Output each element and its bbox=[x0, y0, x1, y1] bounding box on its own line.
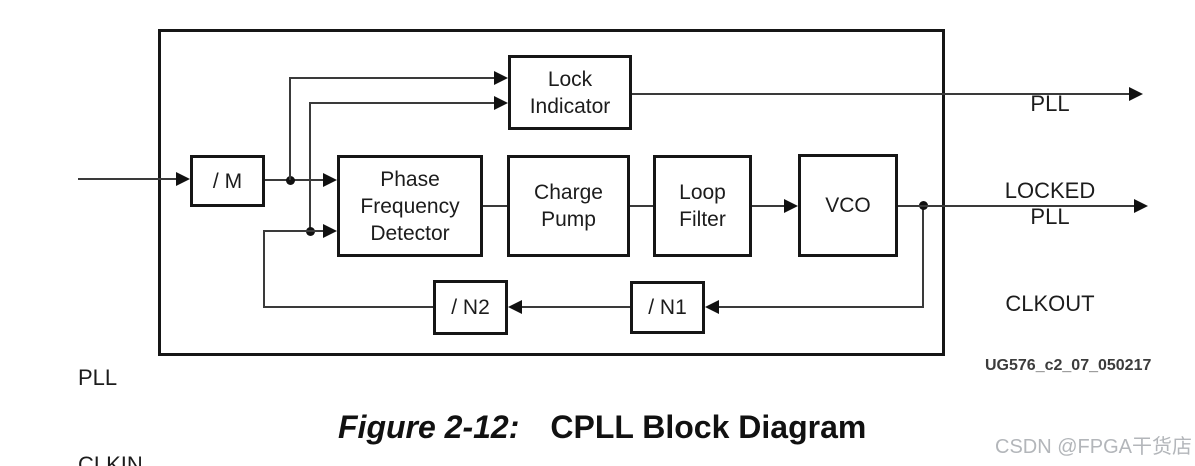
pll-boundary-box bbox=[158, 29, 945, 356]
connector-fb-into-pfd bbox=[264, 230, 324, 232]
arrowhead-locked-out-icon bbox=[1129, 87, 1143, 101]
divider-m-block: / M bbox=[190, 155, 265, 207]
charge-pump-label-line1: Charge bbox=[534, 181, 603, 204]
pll-clkin-label-line2: CLKIN bbox=[78, 452, 143, 466]
divider-n1-label: / N1 bbox=[648, 296, 687, 319]
pfd-label-line3: Detector bbox=[370, 221, 450, 245]
arrowhead-into-lock1-icon bbox=[494, 71, 508, 85]
pfd-label-line1: Phase bbox=[380, 167, 440, 191]
loop-filter-block: Loop Filter bbox=[653, 155, 752, 257]
junction-dot-m-output bbox=[286, 176, 295, 185]
connector-clkin-input bbox=[78, 178, 178, 180]
connector-fb-branch-up bbox=[309, 103, 311, 232]
divider-n1-block: / N1 bbox=[630, 281, 705, 334]
divider-m-label: / M bbox=[212, 169, 243, 193]
arrowhead-into-n2-icon bbox=[508, 300, 522, 314]
figure-source-tag: UG576_c2_07_050217 bbox=[985, 357, 1152, 374]
charge-pump-label-line2: Pump bbox=[541, 208, 596, 231]
pll-clkin-label: PLL CLKIN bbox=[78, 305, 143, 466]
figure-caption: Figure 2-12: CPLL Block Diagram bbox=[338, 408, 866, 446]
charge-pump-block: Charge Pump bbox=[507, 155, 630, 257]
connector-n1-to-n2 bbox=[520, 306, 630, 308]
connector-locked-output bbox=[632, 93, 1130, 95]
arrowhead-into-pfd-fb-icon bbox=[323, 224, 337, 238]
pll-locked-label: PLL LOCKED bbox=[985, 31, 1115, 263]
pll-clkout-label-line1: PLL bbox=[1030, 204, 1070, 229]
figure-caption-title: CPLL Block Diagram bbox=[550, 409, 867, 445]
figure-caption-number: Figure 2-12: bbox=[338, 409, 520, 445]
arrowhead-into-pfd-ref-icon bbox=[323, 173, 337, 187]
connector-vco-feedback-drop bbox=[922, 205, 924, 308]
connector-pfd-to-cp bbox=[483, 205, 507, 207]
connector-ref-branch-up bbox=[289, 78, 291, 180]
divider-n2-block: / N2 bbox=[433, 280, 508, 335]
connector-n2-out bbox=[263, 306, 433, 308]
loop-filter-label-line2: Filter bbox=[679, 208, 726, 231]
connector-fb-to-lock bbox=[309, 102, 496, 104]
arrowhead-clkout-out-icon bbox=[1134, 199, 1148, 213]
arrowhead-into-m-icon bbox=[176, 172, 190, 186]
pll-clkin-label-line1: PLL bbox=[78, 365, 118, 390]
pll-locked-label-line2: LOCKED bbox=[1004, 178, 1096, 203]
connector-fb-riser bbox=[263, 230, 265, 308]
connector-ref-to-lock bbox=[289, 77, 496, 79]
arrowhead-into-lock2-icon bbox=[494, 96, 508, 110]
pll-clkout-label-line2: CLKOUT bbox=[1005, 291, 1095, 316]
connector-vco-to-n1 bbox=[717, 306, 924, 308]
arrowhead-into-vco-icon bbox=[784, 199, 798, 213]
arrowhead-into-n1-icon bbox=[705, 300, 719, 314]
divider-n2-label: / N2 bbox=[451, 296, 490, 319]
connector-clkout-output bbox=[898, 205, 1135, 207]
connector-lf-to-vco bbox=[752, 205, 786, 207]
pll-locked-label-line1: PLL bbox=[1030, 91, 1070, 116]
lock-indicator-label-line2: Indicator bbox=[529, 94, 611, 118]
lock-indicator-block: Lock Indicator bbox=[508, 55, 632, 130]
pll-clkout-label: PLL CLKOUT bbox=[985, 144, 1115, 376]
connector-cp-to-lf bbox=[630, 205, 653, 207]
vco-label: VCO bbox=[825, 194, 871, 217]
phase-frequency-detector-block: Phase Frequency Detector bbox=[337, 155, 483, 257]
csdn-watermark: CSDN @FPGA干货店 bbox=[995, 436, 1192, 458]
lock-indicator-label-line1: Lock bbox=[547, 67, 593, 91]
pfd-label-line2: Frequency bbox=[360, 194, 460, 218]
loop-filter-label-line1: Loop bbox=[679, 181, 726, 204]
vco-block: VCO bbox=[798, 154, 898, 257]
